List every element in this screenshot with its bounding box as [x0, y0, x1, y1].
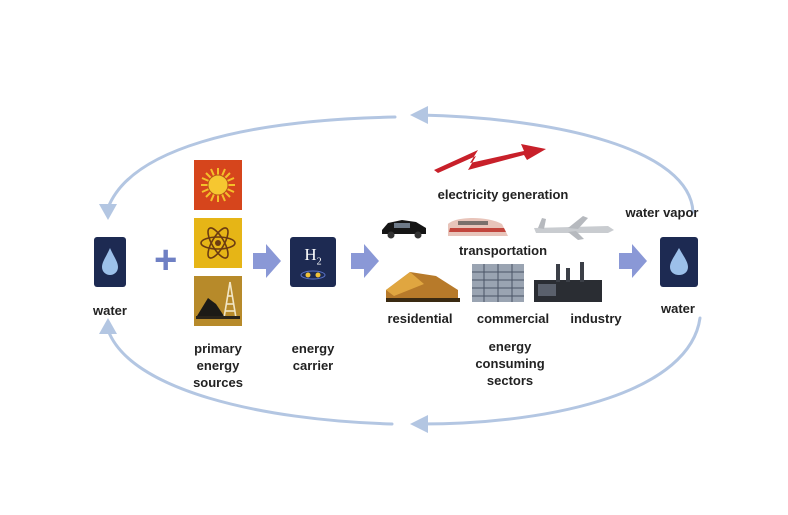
commercial-label: commercial — [476, 311, 550, 326]
water-drop-icon — [102, 248, 118, 275]
cycle-arc-bottom-right — [418, 316, 702, 426]
airplane-icon — [534, 216, 614, 240]
industry-label: industry — [570, 311, 622, 326]
cycle-arrowhead-top — [410, 106, 428, 124]
flow-arrow-sectors-to-water — [619, 244, 647, 278]
energy-carrier-line-2: carrier — [292, 358, 334, 373]
residential-house-icon — [386, 272, 460, 302]
transportation-label: transportation — [458, 243, 548, 258]
water-left-label: water — [93, 303, 127, 318]
water-vapor-label: water vapor — [625, 205, 699, 220]
atom-icon — [200, 227, 236, 259]
water-drop-icon — [670, 248, 688, 275]
sector-buildings-graphics — [386, 262, 602, 302]
energy-carrier-line-1: energy — [291, 341, 335, 356]
cycle-arc-bottom-left — [106, 328, 394, 426]
water-left-tile — [94, 237, 126, 287]
industry-factory-icon — [534, 262, 602, 302]
hydrogen-icon — [300, 270, 326, 280]
hydrogen-tile: H2 — [290, 237, 336, 287]
oil-rig-icon — [196, 281, 240, 319]
energy-carrier-label: energy carrier — [276, 340, 350, 374]
car-icon — [382, 220, 426, 239]
flow-arrow-carrier-to-sectors — [351, 244, 379, 278]
consuming-sectors-label: energy consuming sectors — [460, 338, 560, 389]
hydrogen-symbol: H2 — [304, 245, 322, 268]
water-right-tile — [660, 237, 698, 287]
water-right-label: water — [661, 301, 695, 316]
cycle-arrowhead-bottom — [410, 415, 428, 433]
plus-sign: + — [154, 238, 178, 282]
cycle-arc-top-left — [106, 115, 397, 210]
cycle-arrowhead-left-bottom — [99, 318, 117, 334]
consuming-sectors-line-1: energy — [488, 339, 532, 354]
cycle-arrowhead-left-top — [99, 204, 117, 220]
electricity-generation-label: electricity generation — [437, 187, 569, 202]
fossil-tile — [194, 276, 242, 326]
residential-label: residential — [387, 311, 453, 326]
train-icon — [448, 218, 508, 236]
primary-sources-label: primary energy sources — [180, 340, 256, 391]
commercial-building-icon — [472, 264, 524, 302]
flow-arrow-sources-to-carrier — [253, 244, 281, 278]
lightning-bolt-icon — [434, 144, 546, 173]
nuclear-tile — [194, 218, 242, 268]
consuming-sectors-line-2: consuming — [475, 356, 545, 371]
sun-icon — [201, 168, 235, 202]
consuming-sectors-line-3: sectors — [486, 373, 534, 388]
cycle-arc-top-right — [418, 113, 695, 214]
primary-sources-line-1: primary — [194, 341, 242, 356]
transportation-graphics — [382, 216, 614, 240]
primary-sources-line-2: energy — [196, 358, 240, 373]
primary-sources-line-3: sources — [193, 375, 243, 390]
solar-tile — [194, 160, 242, 210]
